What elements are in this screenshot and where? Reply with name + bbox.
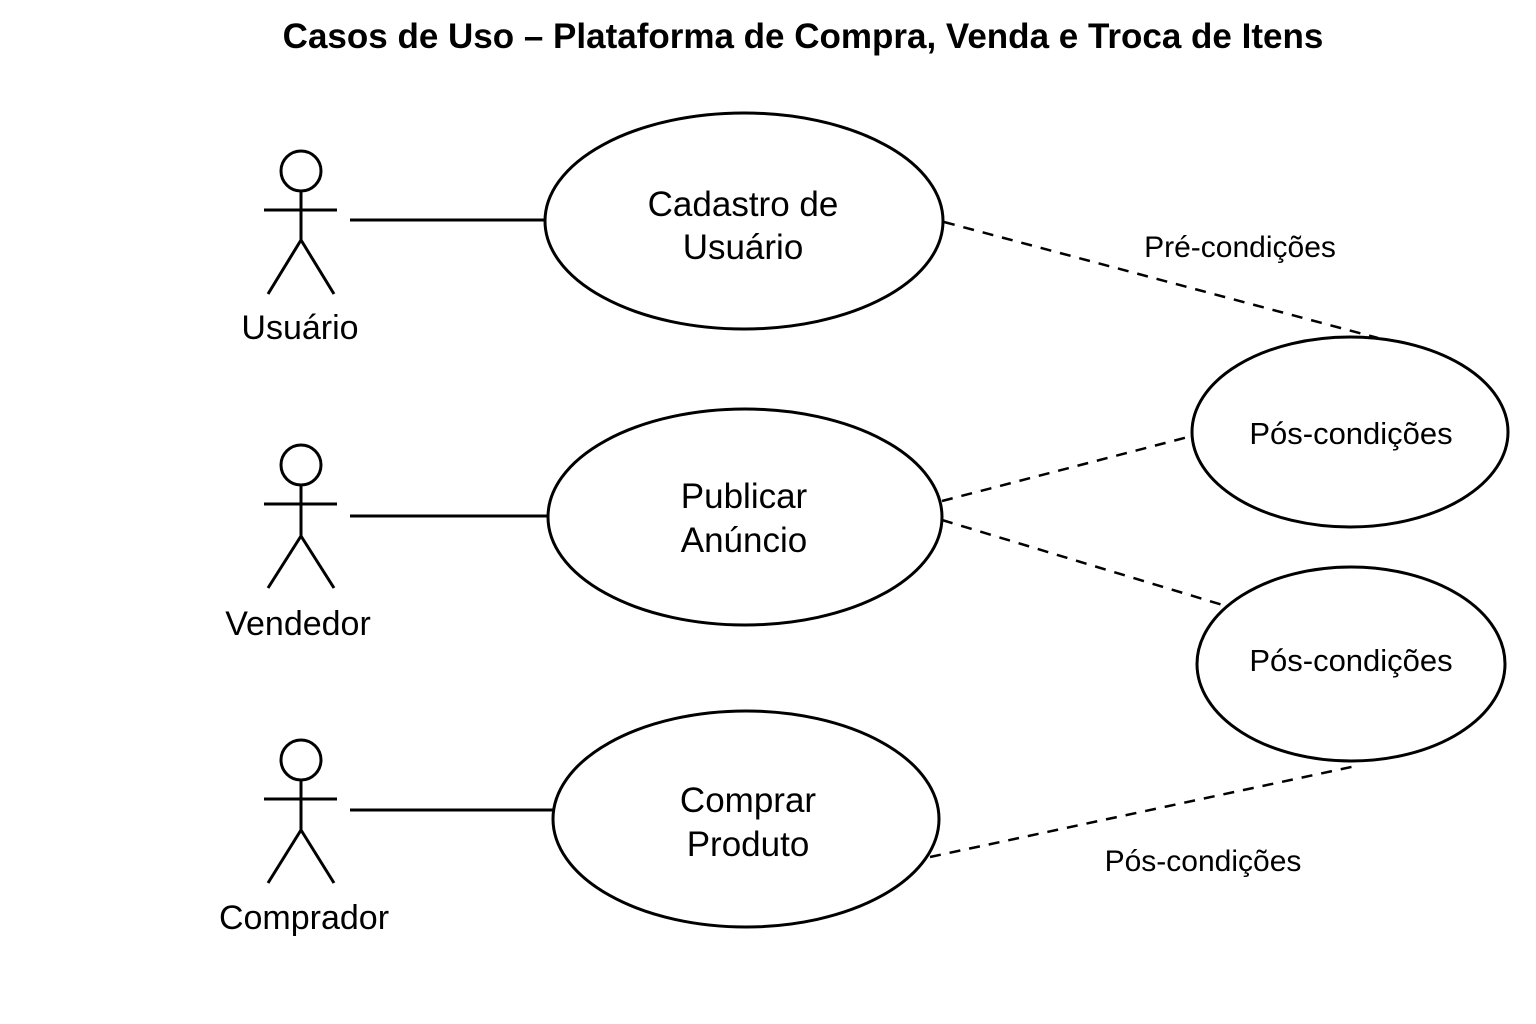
actor-usuario[interactable]: Usuário — [241, 149, 359, 347]
actor-label-vendedor: Vendedor — [225, 605, 371, 643]
dependency-comprar-poscondicoes — [929, 764, 1357, 859]
usecase-label: Produto — [687, 825, 810, 864]
usecase-label: Usuário — [683, 228, 804, 267]
usecase-publicar-anuncio[interactable]: Publicar Anúncio — [546, 407, 944, 627]
usecase-cadastro-usuario[interactable]: Cadastro de Usuário — [543, 111, 945, 331]
usecase-comprar-produto[interactable]: Comprar Produto — [551, 709, 941, 929]
dependency-cadastro-precondicoes — [943, 220, 1379, 340]
stick-figure-icon — [264, 443, 337, 589]
condition-poscondicoes-1[interactable]: Pós-condições — [1190, 335, 1510, 529]
condition-label: Pós-condições — [1249, 416, 1452, 451]
dependency-publicar-poscondicoes-2 — [941, 518, 1227, 608]
condition-poscondicoes-2[interactable]: Pós-condições — [1195, 565, 1507, 763]
usecase-label: Anúncio — [681, 521, 807, 560]
stick-figure-icon — [264, 738, 337, 884]
actor-vendedor[interactable]: Vendedor — [225, 443, 371, 643]
usecase-label: Cadastro de — [648, 185, 839, 224]
usecase-label: Publicar — [681, 477, 808, 516]
edge-label-precondicoes: Pré-condições — [1144, 231, 1336, 264]
condition-label: Pós-condições — [1249, 643, 1452, 678]
actor-comprador[interactable]: Comprador — [219, 738, 389, 937]
dependency-publicar-poscondicoes-1 — [941, 434, 1193, 503]
usecase-label: Comprar — [680, 781, 816, 820]
diagram-title: Casos de Uso – Plataforma de Compra, Ven… — [283, 17, 1324, 56]
actor-label-comprador: Comprador — [219, 899, 389, 937]
stick-figure-icon — [264, 149, 337, 295]
actor-label-usuario: Usuário — [241, 309, 358, 347]
edge-label-poscondicoes: Pós-condições — [1105, 845, 1302, 878]
